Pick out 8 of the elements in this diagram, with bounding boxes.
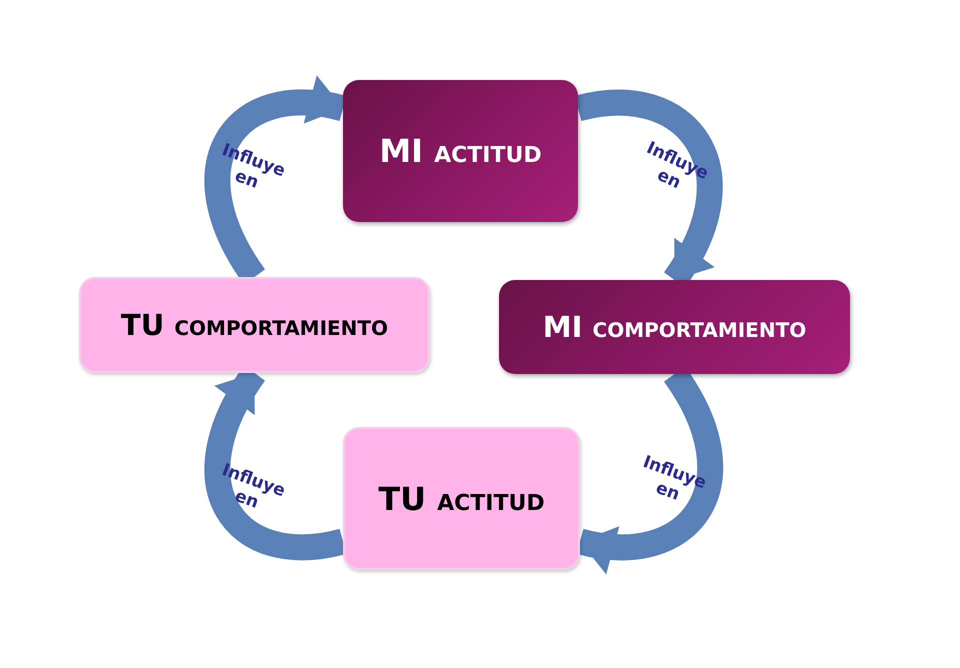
process-box	[343, 427, 580, 570]
box-label: MI COMPORTAMIENTO	[542, 310, 806, 344]
process-box	[499, 280, 850, 374]
process-box	[343, 80, 578, 222]
box-label: MI ACTITUD	[379, 132, 542, 170]
box-label: TU ACTITUD	[378, 480, 545, 518]
box-label: TU COMPORTAMIENTO	[120, 308, 388, 342]
process-box	[79, 277, 430, 373]
